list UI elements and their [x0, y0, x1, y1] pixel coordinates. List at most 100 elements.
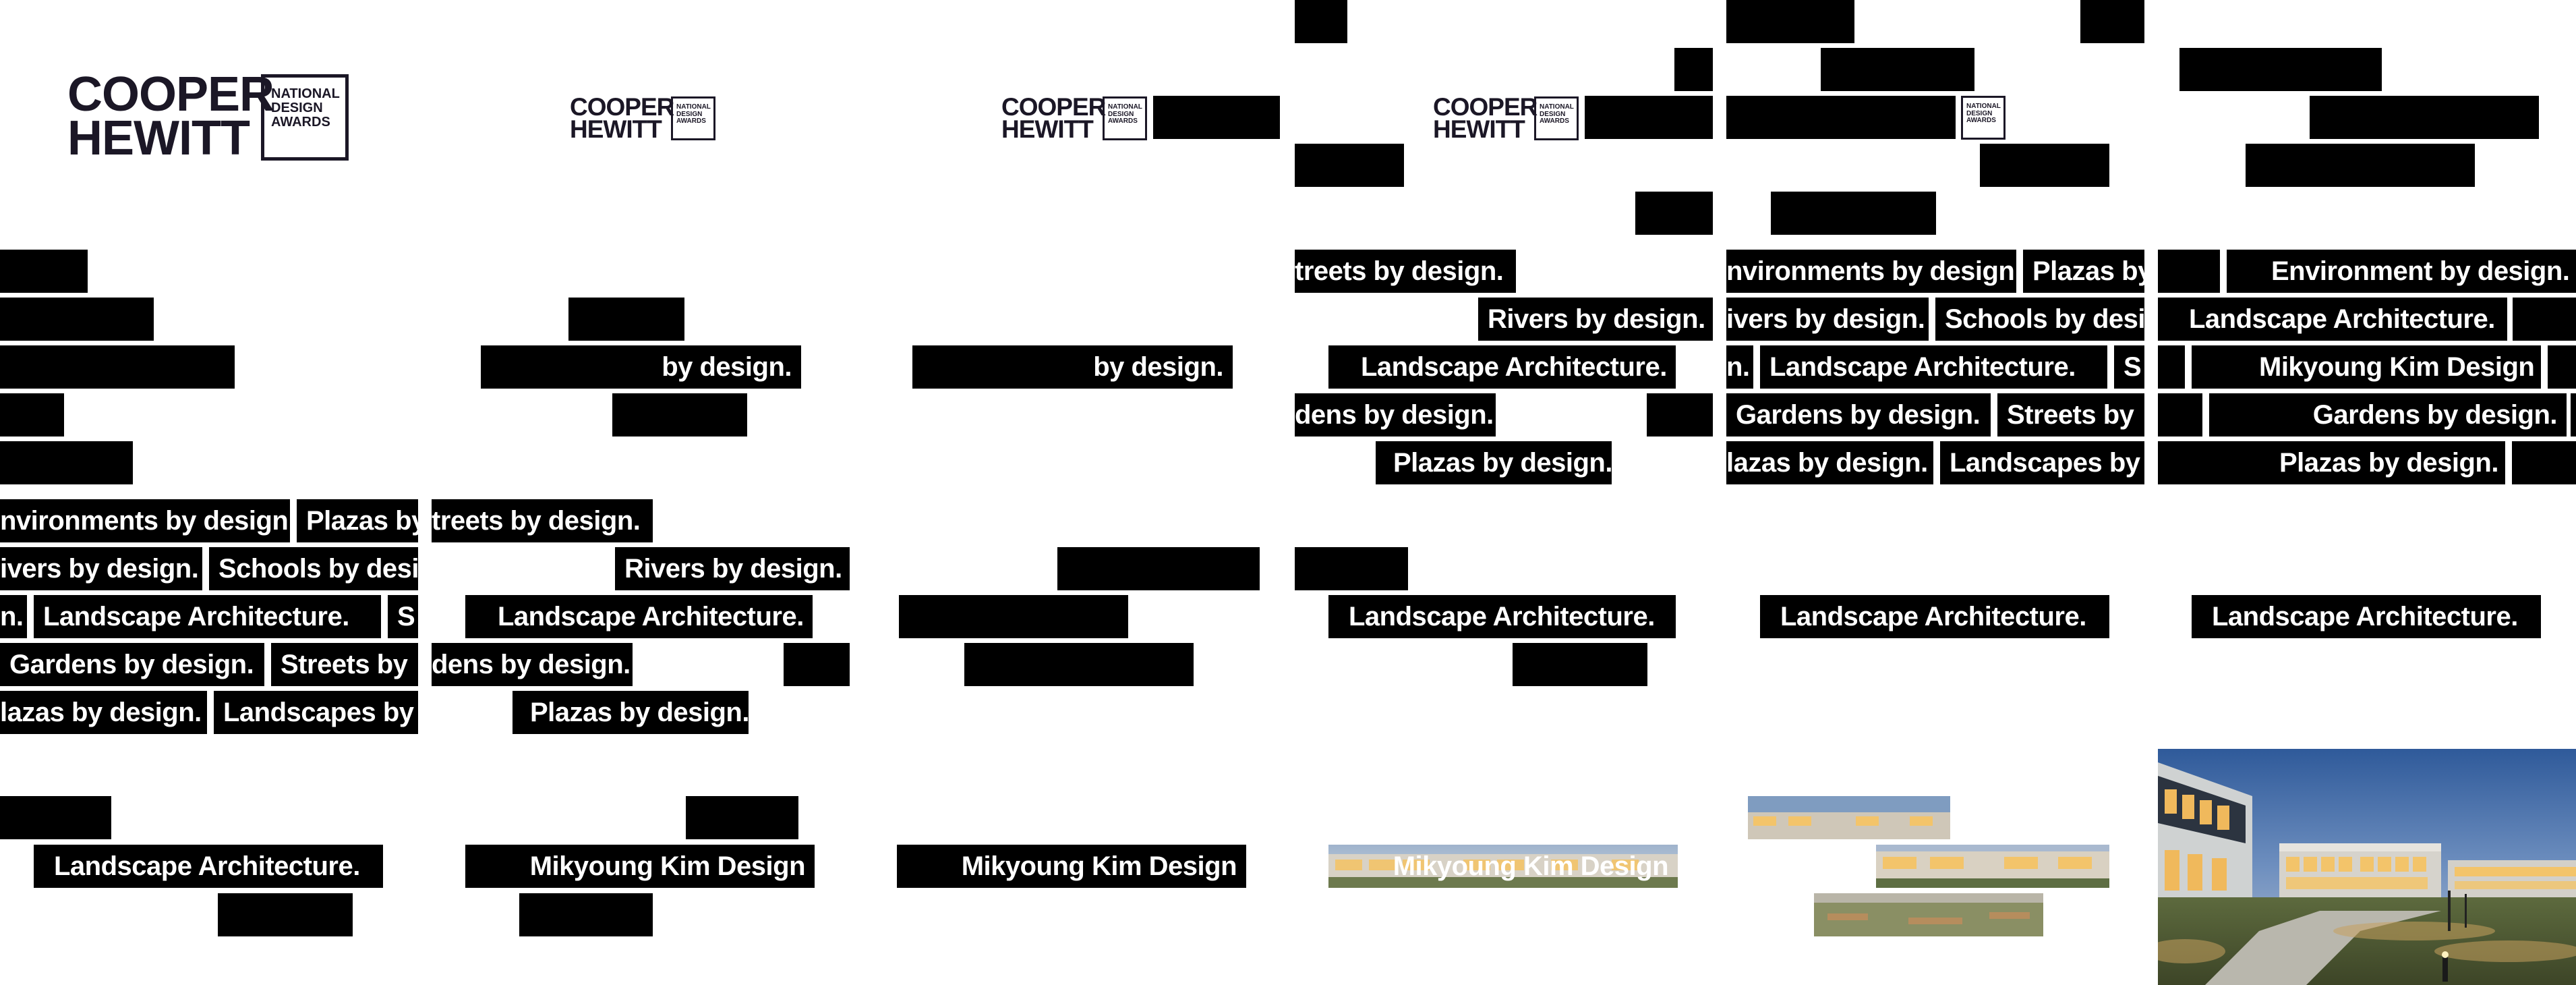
redacted-block: [2512, 441, 2576, 484]
redacted-block: [1980, 144, 2109, 187]
building-photo-strip: [1748, 796, 1950, 839]
phrase-label: S: [388, 595, 418, 638]
garden-photo-strip: [1814, 893, 2043, 936]
redacted-block: [568, 298, 684, 341]
phrase-label: treets by design.: [1295, 250, 1516, 293]
redacted-block: [2158, 345, 2185, 389]
redacted-block: [1585, 96, 1713, 139]
phrase-label: Landscape Architecture.: [1760, 345, 2107, 389]
frame-3: COOPER HEWITT NATIONAL DESIGN AWARDS by …: [863, 0, 1295, 985]
phrase-label: Landscape Architecture.: [34, 595, 381, 638]
phrase-label: ivers by design.: [0, 547, 202, 590]
landscape-architecture-label: Landscape Architecture.: [2192, 595, 2541, 638]
redacted-block: [1647, 393, 1713, 437]
landscape-architecture-label: Landscape Architecture.: [1760, 595, 2109, 638]
phrase-label: Plazas by design.: [513, 691, 749, 734]
redacted-block: [218, 893, 353, 936]
redacted-block: [784, 643, 850, 686]
phrase-label: by design.: [912, 345, 1233, 389]
phrase-label: Gardens by design.: [0, 643, 264, 686]
frame-4: COOPER HEWITT NATIONAL DESIGN AWARDS tre…: [1295, 0, 1726, 985]
mikyoung-kim-design-label: Mikyoung Kim Design: [897, 845, 1246, 888]
phrase-label: lazas by design.: [0, 691, 207, 734]
redacted-block: [1821, 48, 1974, 91]
cooper-hewitt-logo: COOPER HEWITT NATIONAL DESIGN AWARDS: [1433, 94, 1602, 143]
phrase-label: Plazas by: [2023, 250, 2144, 293]
redacted-block: [2571, 393, 2576, 437]
frame-1: COOPER HEWITT NATIONAL DESIGN AWARDS nvi…: [0, 0, 432, 985]
redacted-block: [0, 250, 88, 293]
redacted-block: [0, 298, 154, 341]
phrase-label: S: [2114, 345, 2144, 389]
redacted-block: [1057, 547, 1260, 590]
phrase-label: Landscape Architecture.: [2158, 298, 2507, 341]
phrase-label: Plazas by: [297, 499, 418, 542]
phrase-label: Rivers by design.: [1478, 298, 1713, 341]
redacted-block: [1295, 0, 1347, 43]
phrase-label: Plazas by design.: [1376, 441, 1612, 484]
redacted-block: [1771, 192, 1936, 235]
phrase-label: Gardens by design.: [1726, 393, 1991, 437]
redacted-block: [1674, 48, 1713, 91]
national-design-awards-badge: NATIONAL DESIGN AWARDS: [1103, 96, 1147, 140]
redacted-block: [2158, 393, 2202, 437]
phrase-label: n.: [0, 595, 27, 638]
redacted-block: [2158, 250, 2220, 293]
phrase-label: ivers by design.: [1726, 298, 1929, 341]
phrase-label: Mikyoung Kim Design: [2192, 345, 2541, 389]
redacted-block: [519, 893, 653, 936]
redacted-block: [1513, 643, 1647, 686]
phrase-label: lazas by design.: [1726, 441, 1933, 484]
frame-6: Environment by design. Landscape Archite…: [2158, 0, 2576, 985]
redacted-block: [612, 393, 747, 437]
redacted-block: [2080, 0, 2144, 43]
mikyoung-kim-design-label: Mikyoung Kim Design: [465, 845, 815, 888]
campus-courtyard-photo: [2158, 749, 2576, 985]
redacted-block: [2310, 96, 2539, 139]
redacted-block: [1635, 192, 1713, 235]
frame-5: NATIONAL DESIGN AWARDS nvironments by de…: [1726, 0, 2158, 985]
phrase-label: nvironments by design.: [1726, 250, 2016, 293]
phrase-label: nvironments by design.: [0, 499, 290, 542]
logo-line-2: HEWITT: [67, 111, 250, 165]
redacted-block: [2513, 298, 2576, 341]
national-design-awards-badge: NATIONAL DESIGN AWARDS: [671, 96, 715, 140]
redacted-block: [0, 393, 64, 437]
cooper-hewitt-logo: COOPER HEWITT NATIONAL DESIGN AWARDS: [1001, 94, 1170, 143]
cooper-hewitt-logo: COOPER HEWITT NATIONAL DESIGN AWARDS: [67, 67, 351, 165]
phrase-label: dens by design.: [432, 643, 633, 686]
redacted-block: [2246, 144, 2475, 187]
redacted-block: [1295, 547, 1408, 590]
building-photo-strip: [1328, 845, 1678, 888]
phrase-label: treets by design.: [432, 499, 653, 542]
redacted-block: [964, 643, 1194, 686]
phrase-label: Plazas by design.: [2158, 441, 2505, 484]
national-design-awards-badge: NATIONAL DESIGN AWARDS: [261, 74, 349, 161]
redacted-block: [0, 345, 235, 389]
phrase-label: Streets by: [1997, 393, 2144, 437]
phrase-label: Schools by desi: [1935, 298, 2144, 341]
phrase-label: Environment by design.: [2227, 250, 2576, 293]
landscape-architecture-label: Landscape Architecture.: [34, 845, 383, 888]
redacted-block: [1726, 0, 1854, 43]
mikyoung-kim-design-label: Mikyoung Kim Design: [1393, 851, 1669, 881]
phrase-label: n.: [1726, 345, 1753, 389]
redacted-block: [0, 441, 133, 484]
cooper-hewitt-logo: COOPER HEWITT NATIONAL DESIGN AWARDS: [570, 94, 738, 143]
frame-2: COOPER HEWITT NATIONAL DESIGN AWARDS by …: [432, 0, 863, 985]
phrase-label: Landscapes by: [214, 691, 418, 734]
national-design-awards-badge: NATIONAL DESIGN AWARDS: [1534, 96, 1579, 140]
redacted-block: [1726, 96, 1956, 139]
phrase-label: Landscape Architecture.: [1328, 345, 1676, 389]
redacted-block: [1295, 144, 1404, 187]
redacted-block: [2548, 345, 2576, 389]
logo-line-1: COOPER: [67, 67, 274, 121]
redacted-block: [1153, 96, 1280, 139]
building-photo-strip: [1876, 845, 2109, 888]
redacted-block: [686, 796, 798, 839]
phrase-label: dens by design.: [1295, 393, 1496, 437]
phrase-label: Schools by desi: [209, 547, 418, 590]
phrase-label: Landscapes by: [1940, 441, 2144, 484]
landscape-architecture-label: Landscape Architecture.: [1328, 595, 1676, 638]
phrase-label: Streets by: [271, 643, 418, 686]
